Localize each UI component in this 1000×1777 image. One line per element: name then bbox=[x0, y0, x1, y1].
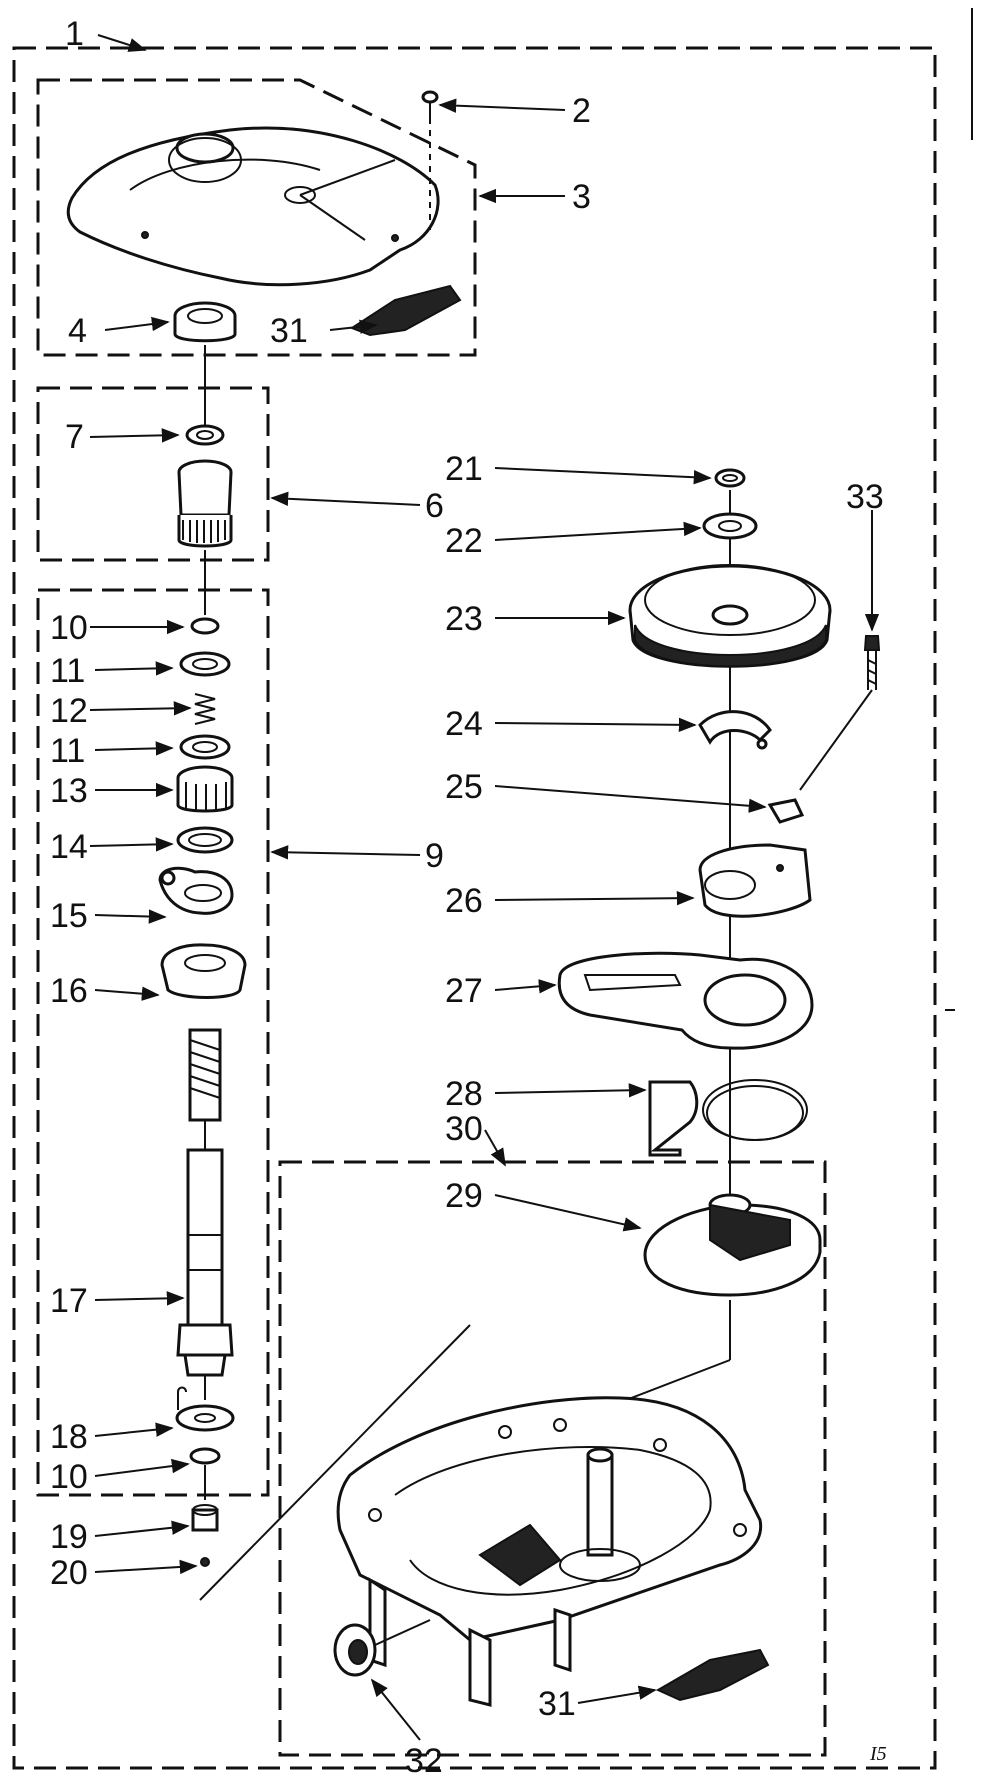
callout-26: 26 bbox=[445, 882, 483, 920]
spring bbox=[194, 693, 216, 725]
callout-17: 17 bbox=[50, 1282, 88, 1320]
idler-pulley bbox=[333, 1619, 431, 1677]
callout-30: 30 bbox=[445, 1110, 483, 1148]
callout-15: 15 bbox=[50, 897, 88, 935]
callout-19: 19 bbox=[50, 1518, 88, 1556]
washer bbox=[702, 512, 758, 540]
callout-32: 32 bbox=[405, 1742, 443, 1777]
callout-28: 28 bbox=[445, 1075, 483, 1113]
bearing bbox=[191, 1504, 219, 1532]
callout-12: 12 bbox=[50, 692, 88, 730]
shift-fork bbox=[648, 1079, 808, 1157]
clutch-gear bbox=[176, 765, 234, 813]
drive-link bbox=[557, 951, 814, 1050]
bushing bbox=[173, 301, 237, 343]
gearcase-group-box bbox=[278, 1160, 827, 1757]
shaft-group-box bbox=[36, 588, 270, 1497]
pinion-gear bbox=[177, 459, 233, 548]
callout-16: 16 bbox=[50, 972, 88, 1010]
callout-20: 20 bbox=[50, 1554, 88, 1592]
retaining-ring bbox=[189, 1447, 221, 1465]
callout-10-lower: 10 bbox=[50, 1458, 88, 1496]
washer bbox=[179, 651, 231, 677]
callout-6: 6 bbox=[425, 487, 444, 525]
callout-31-upper: 31 bbox=[270, 312, 308, 350]
retaining-ring bbox=[714, 468, 746, 488]
callout-27: 27 bbox=[445, 972, 483, 1010]
callout-4: 4 bbox=[68, 312, 87, 350]
outer-assembly-box bbox=[12, 46, 937, 1770]
thrust-washer bbox=[175, 1386, 235, 1432]
callout-18: 18 bbox=[50, 1418, 88, 1456]
pinion-group-box bbox=[36, 386, 270, 562]
callout-11-upper: 11 bbox=[50, 652, 85, 690]
screw bbox=[421, 90, 439, 230]
callout-7: 7 bbox=[65, 418, 84, 456]
callout-3: 3 bbox=[572, 178, 591, 216]
cam bbox=[158, 866, 234, 915]
retaining-ring bbox=[190, 617, 220, 635]
gearcase bbox=[336, 1396, 763, 1707]
assembly-axis bbox=[199, 1324, 471, 1601]
spacer-clip bbox=[698, 710, 772, 750]
grease-tube-lower bbox=[655, 1648, 770, 1702]
callout-21: 21 bbox=[445, 450, 483, 488]
callout-labels: 1 2 3 4 31 7 6 21 22 33 23 10 11 12 11 1… bbox=[50, 15, 887, 1777]
cam-follower bbox=[160, 943, 247, 999]
shifter bbox=[643, 1193, 822, 1297]
callout-13: 13 bbox=[50, 772, 88, 810]
callout-23: 23 bbox=[445, 600, 483, 638]
washer bbox=[176, 826, 234, 854]
washer bbox=[179, 734, 231, 760]
callout-25: 25 bbox=[445, 768, 483, 806]
gearcase-cover bbox=[66, 126, 440, 287]
callout-14: 14 bbox=[50, 828, 88, 866]
callout-33: 33 bbox=[846, 478, 884, 516]
callout-22: 22 bbox=[445, 522, 483, 560]
leader-lines bbox=[89, 34, 880, 1741]
callout-29: 29 bbox=[445, 1177, 483, 1215]
callout-24: 24 bbox=[445, 705, 483, 743]
bolt bbox=[799, 535, 881, 791]
callout-31-lower: 31 bbox=[538, 1685, 576, 1723]
callout-10-upper: 10 bbox=[50, 609, 88, 647]
cam-plate bbox=[698, 843, 812, 918]
corner-mark: I5 bbox=[869, 1743, 887, 1765]
callout-2: 2 bbox=[572, 92, 591, 130]
drive-gear bbox=[628, 564, 832, 668]
cover-group-box bbox=[36, 78, 477, 357]
callout-11-lower: 11 bbox=[50, 732, 85, 770]
ball bbox=[200, 1557, 210, 1567]
grease-tube-upper bbox=[349, 284, 462, 337]
agitator-shaft bbox=[176, 1028, 234, 1377]
callout-9: 9 bbox=[425, 837, 444, 875]
pivot-clip bbox=[767, 798, 805, 824]
washer bbox=[185, 424, 225, 446]
callout-1: 1 bbox=[65, 15, 84, 53]
